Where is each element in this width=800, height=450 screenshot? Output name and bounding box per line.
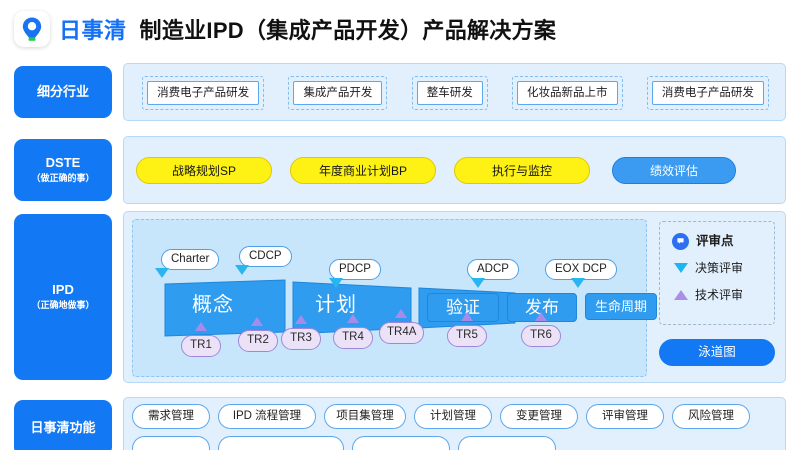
function-pill[interactable] — [352, 436, 450, 450]
dste-item-list: 战略规划SP 年度商业计划BP 执行与监控绩效评估 — [124, 137, 787, 205]
segment-item[interactable]: 整车研发 — [411, 75, 488, 111]
dste-stage-pill[interactable]: 年度商业计划BP — [290, 157, 436, 184]
flag-circle-icon — [672, 232, 689, 250]
page-header: 日事清 制造业IPD（集成产品开发）产品解决方案 — [0, 0, 800, 58]
page-title: 制造业IPD（集成产品开发）产品解决方案 — [139, 18, 557, 43]
row-label-ipd: IPD （正确地做事） — [14, 214, 112, 380]
segment-item[interactable]: 集成产品开发 — [288, 75, 388, 111]
row-label-ipd-sub: （正确地做事） — [31, 300, 95, 311]
triangle-up-icon — [535, 312, 547, 321]
legend-entry-decision-review-label: 决策评审 — [695, 261, 744, 275]
decision-milestone[interactable]: Charter — [161, 249, 220, 270]
function-pill[interactable]: 计划管理 — [414, 404, 492, 429]
decision-milestone[interactable]: PDCP — [329, 259, 381, 280]
row-label-functions: 日事清功能 — [14, 400, 112, 450]
functions-item-list: 需求管理 IPD 流程管理项目集管理计划管理变更管理评审管理风险管理 — [124, 398, 787, 450]
legend-entry-technical-review-label: 技术评审 — [695, 288, 744, 302]
decision-milestone[interactable]: CDCP — [239, 246, 292, 267]
segment-item[interactable]: 消费电子产品研发 — [646, 75, 769, 111]
technical-review-bubble[interactable]: TR1 — [181, 335, 221, 357]
function-pill[interactable]: IPD 流程管理 — [218, 404, 316, 429]
triangle-down-icon — [471, 278, 485, 288]
function-pill[interactable] — [218, 436, 344, 450]
triangle-down-icon — [674, 263, 688, 273]
ipd-stage-block[interactable]: 验证 — [427, 293, 499, 322]
legend-title-text: 评审点 — [696, 233, 734, 248]
decision-milestone[interactable]: EOX DCP — [545, 259, 617, 280]
triangle-up-icon — [251, 317, 263, 326]
triangle-down-icon — [155, 268, 169, 278]
segment-item-label: 化妆品新品上市 — [517, 80, 618, 106]
triangle-up-icon — [395, 309, 407, 318]
technical-review-bubble[interactable]: TR6 — [521, 325, 561, 347]
ipd-legend-area: 评审点 决策评审 技术评审 泳道图 — [655, 219, 779, 377]
legend-entry-technical-review: 技术评审 — [672, 286, 774, 304]
triangle-down-icon — [329, 278, 343, 288]
function-pill[interactable]: 风险管理 — [672, 404, 750, 429]
function-pill[interactable]: 需求管理 — [132, 404, 210, 429]
segment-item[interactable]: 化妆品新品上市 — [512, 75, 623, 111]
row-label-dste-sub: （做正确的事） — [31, 173, 95, 184]
triangle-down-icon — [235, 265, 249, 275]
location-pin-icon — [21, 16, 43, 42]
triangle-up-icon — [461, 312, 473, 321]
technical-review-bubble[interactable]: TR4 — [333, 327, 373, 349]
legend-title-row: 评审点 — [672, 232, 774, 250]
segment-item-label: 整车研发 — [416, 80, 483, 106]
review-point-legend: 评审点 决策评审 技术评审 — [659, 221, 775, 325]
dste-stage-pill[interactable]: 战略规划SP — [136, 157, 272, 184]
row-label-segment: 细分行业 — [14, 66, 112, 118]
segment-panel: 消费电子产品研发 集成产品开发 整车研发 化妆品新品上市 消费电子产品研发 — [123, 63, 786, 121]
brand-name: 日事清 — [59, 18, 127, 43]
functions-panel: 需求管理 IPD 流程管理项目集管理计划管理变更管理评审管理风险管理 — [123, 397, 786, 450]
triangle-up-icon — [347, 314, 359, 323]
technical-review-bubble[interactable]: TR4A — [379, 322, 425, 344]
segment-item[interactable]: 消费电子产品研发 — [142, 75, 265, 111]
row-label-functions-text: 日事清功能 — [30, 419, 96, 435]
triangle-up-icon — [295, 315, 307, 324]
app-logo — [14, 11, 50, 47]
dste-stage-pill[interactable]: 绩效评估 — [612, 157, 736, 184]
ipd-stage-block[interactable]: 生命周期 — [585, 293, 657, 320]
technical-review-bubble[interactable]: TR5 — [447, 325, 487, 347]
segment-item-label: 集成产品开发 — [293, 80, 383, 106]
decision-milestone[interactable]: ADCP — [467, 259, 519, 280]
legend-entry-decision-review: 决策评审 — [672, 259, 774, 277]
triangle-down-icon — [571, 278, 585, 288]
segment-item-list: 消费电子产品研发 集成产品开发 整车研发 化妆品新品上市 消费电子产品研发 — [124, 64, 787, 122]
function-pill[interactable] — [132, 436, 210, 450]
stage-label-concept: 概念 — [192, 294, 234, 316]
function-pill[interactable] — [458, 436, 556, 450]
dste-stage-pill[interactable]: 执行与监控 — [454, 157, 590, 184]
triangle-up-icon — [674, 290, 688, 300]
row-label-segment-text: 细分行业 — [36, 83, 89, 99]
segment-item-label: 消费电子产品研发 — [147, 80, 260, 106]
stage-label-plan: 计划 — [315, 294, 357, 316]
function-pill[interactable]: 变更管理 — [500, 404, 578, 429]
dste-panel: 战略规划SP 年度商业计划BP 执行与监控绩效评估 — [123, 136, 786, 204]
technical-review-bubble[interactable]: TR3 — [281, 328, 321, 350]
technical-review-bubble[interactable]: TR2 — [238, 330, 278, 352]
segment-item-label: 消费电子产品研发 — [651, 80, 764, 106]
row-label-dste-main: DSTE — [45, 155, 81, 171]
swimlane-diagram-button[interactable]: 泳道图 — [659, 339, 775, 366]
row-label-dste: DSTE （做正确的事） — [14, 139, 112, 201]
function-pill[interactable]: 评审管理 — [586, 404, 664, 429]
row-label-ipd-main: IPD — [52, 282, 74, 298]
function-pill[interactable]: 项目集管理 — [324, 404, 406, 429]
triangle-up-icon — [195, 322, 207, 331]
